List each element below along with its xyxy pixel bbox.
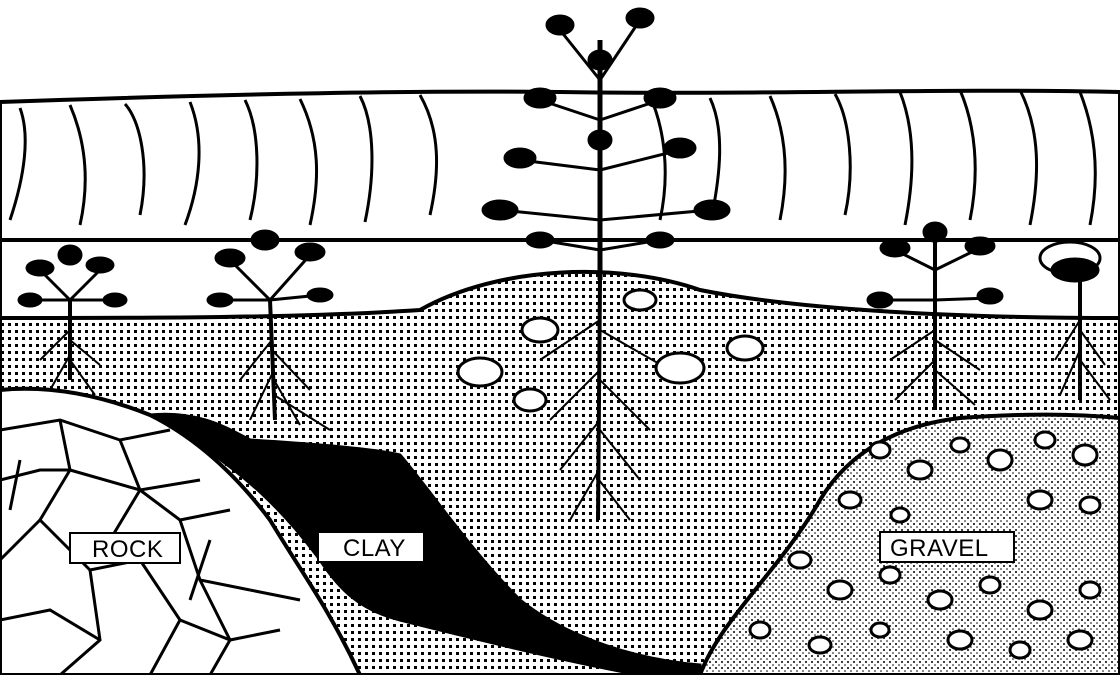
label-gravel: GRAVEL	[880, 532, 1014, 562]
label-clay: CLAY	[318, 532, 424, 562]
svg-text:GRAVEL: GRAVEL	[890, 535, 989, 562]
svg-text:ROCK: ROCK	[92, 536, 163, 563]
svg-text:CLAY: CLAY	[343, 535, 406, 562]
label-rock: ROCK	[70, 533, 180, 563]
